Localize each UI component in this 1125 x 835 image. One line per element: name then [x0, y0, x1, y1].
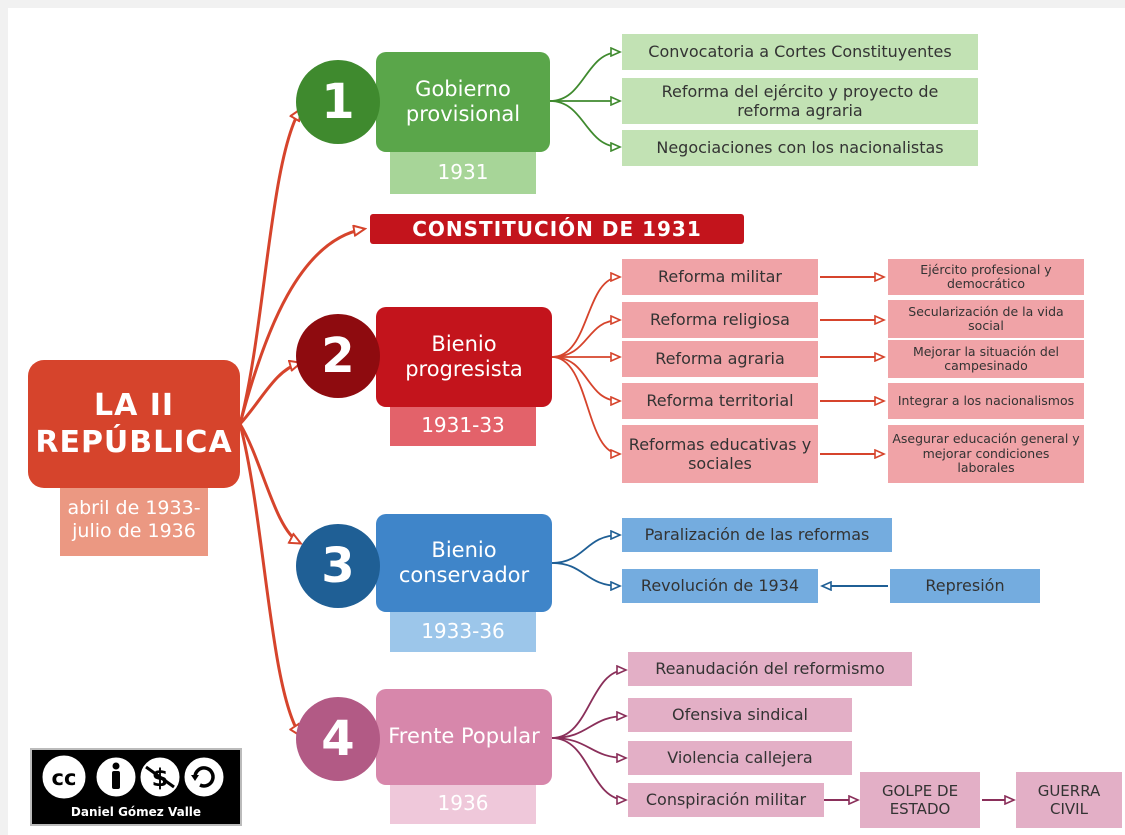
phase-4-item: Reanudación del reformismo	[628, 652, 912, 686]
cc-by-nc-sa-icon: cc $	[42, 755, 224, 799]
reform-item: Reforma militar	[622, 259, 818, 295]
root-date: abril de 1933-julio de 1936	[60, 484, 208, 556]
phase-2-year: 1931-33	[390, 404, 536, 446]
phase-1-item: Negociaciones con los nacionalistas	[622, 130, 978, 166]
reform-goal: Asegurar educación general y mejorar con…	[888, 425, 1084, 483]
author-name: Daniel Gómez Valle	[70, 805, 202, 819]
phase-2-title: Bienio progresista	[376, 307, 552, 407]
constitution-banner: CONSTITUCIÓN DE 1931	[370, 214, 744, 244]
reform-item: Reformas educativas y sociales	[622, 425, 818, 483]
phase-1-item: Reforma del ejército y proyecto de refor…	[622, 78, 978, 124]
reform-item: Reforma agraria	[622, 341, 818, 377]
reform-item: Reforma religiosa	[622, 302, 818, 338]
reform-goal: Mejorar la situación del campesinado	[888, 340, 1084, 378]
phase-4-item: Conspiración militar	[628, 783, 824, 817]
reform-goal: Secularización de la vida social	[888, 300, 1084, 338]
reform-item: Reforma territorial	[622, 383, 818, 419]
phase-4-item: Violencia callejera	[628, 741, 852, 775]
license-badge: cc $ Daniel Gómez Valle	[30, 748, 242, 826]
root-title: LA II REPÚBLICA	[28, 360, 240, 488]
phase-1-title: Gobierno provisional	[376, 52, 550, 152]
reform-goal: Ejército profesional y democrático	[888, 259, 1084, 295]
phase-3-item: Paralización de las reformas	[622, 518, 892, 552]
phase-3-year: 1933-36	[390, 610, 536, 652]
phase-3-title: Bienio conservador	[376, 514, 552, 612]
reform-goal: Integrar a los nacionalismos	[888, 383, 1084, 419]
phase-4-item: Ofensiva sindical	[628, 698, 852, 732]
phase-3-number: 3	[296, 524, 380, 608]
phase-4-number: 4	[296, 697, 380, 781]
phase-4-year: 1936	[390, 782, 536, 824]
coup-box: GOLPE DE ESTADO	[860, 772, 980, 828]
phase-2-number: 2	[296, 314, 380, 398]
phase-3-item: Represión	[890, 569, 1040, 603]
civil-war-box: GUERRA CIVIL	[1016, 772, 1122, 828]
phase-4-title: Frente Popular	[376, 689, 552, 785]
phase-1-item: Convocatoria a Cortes Constituyentes	[622, 34, 978, 70]
phase-1-number: 1	[296, 60, 380, 144]
phase-1-year: 1931	[390, 150, 536, 194]
phase-3-item: Revolución de 1934	[622, 569, 818, 603]
svg-text:cc: cc	[52, 766, 77, 790]
